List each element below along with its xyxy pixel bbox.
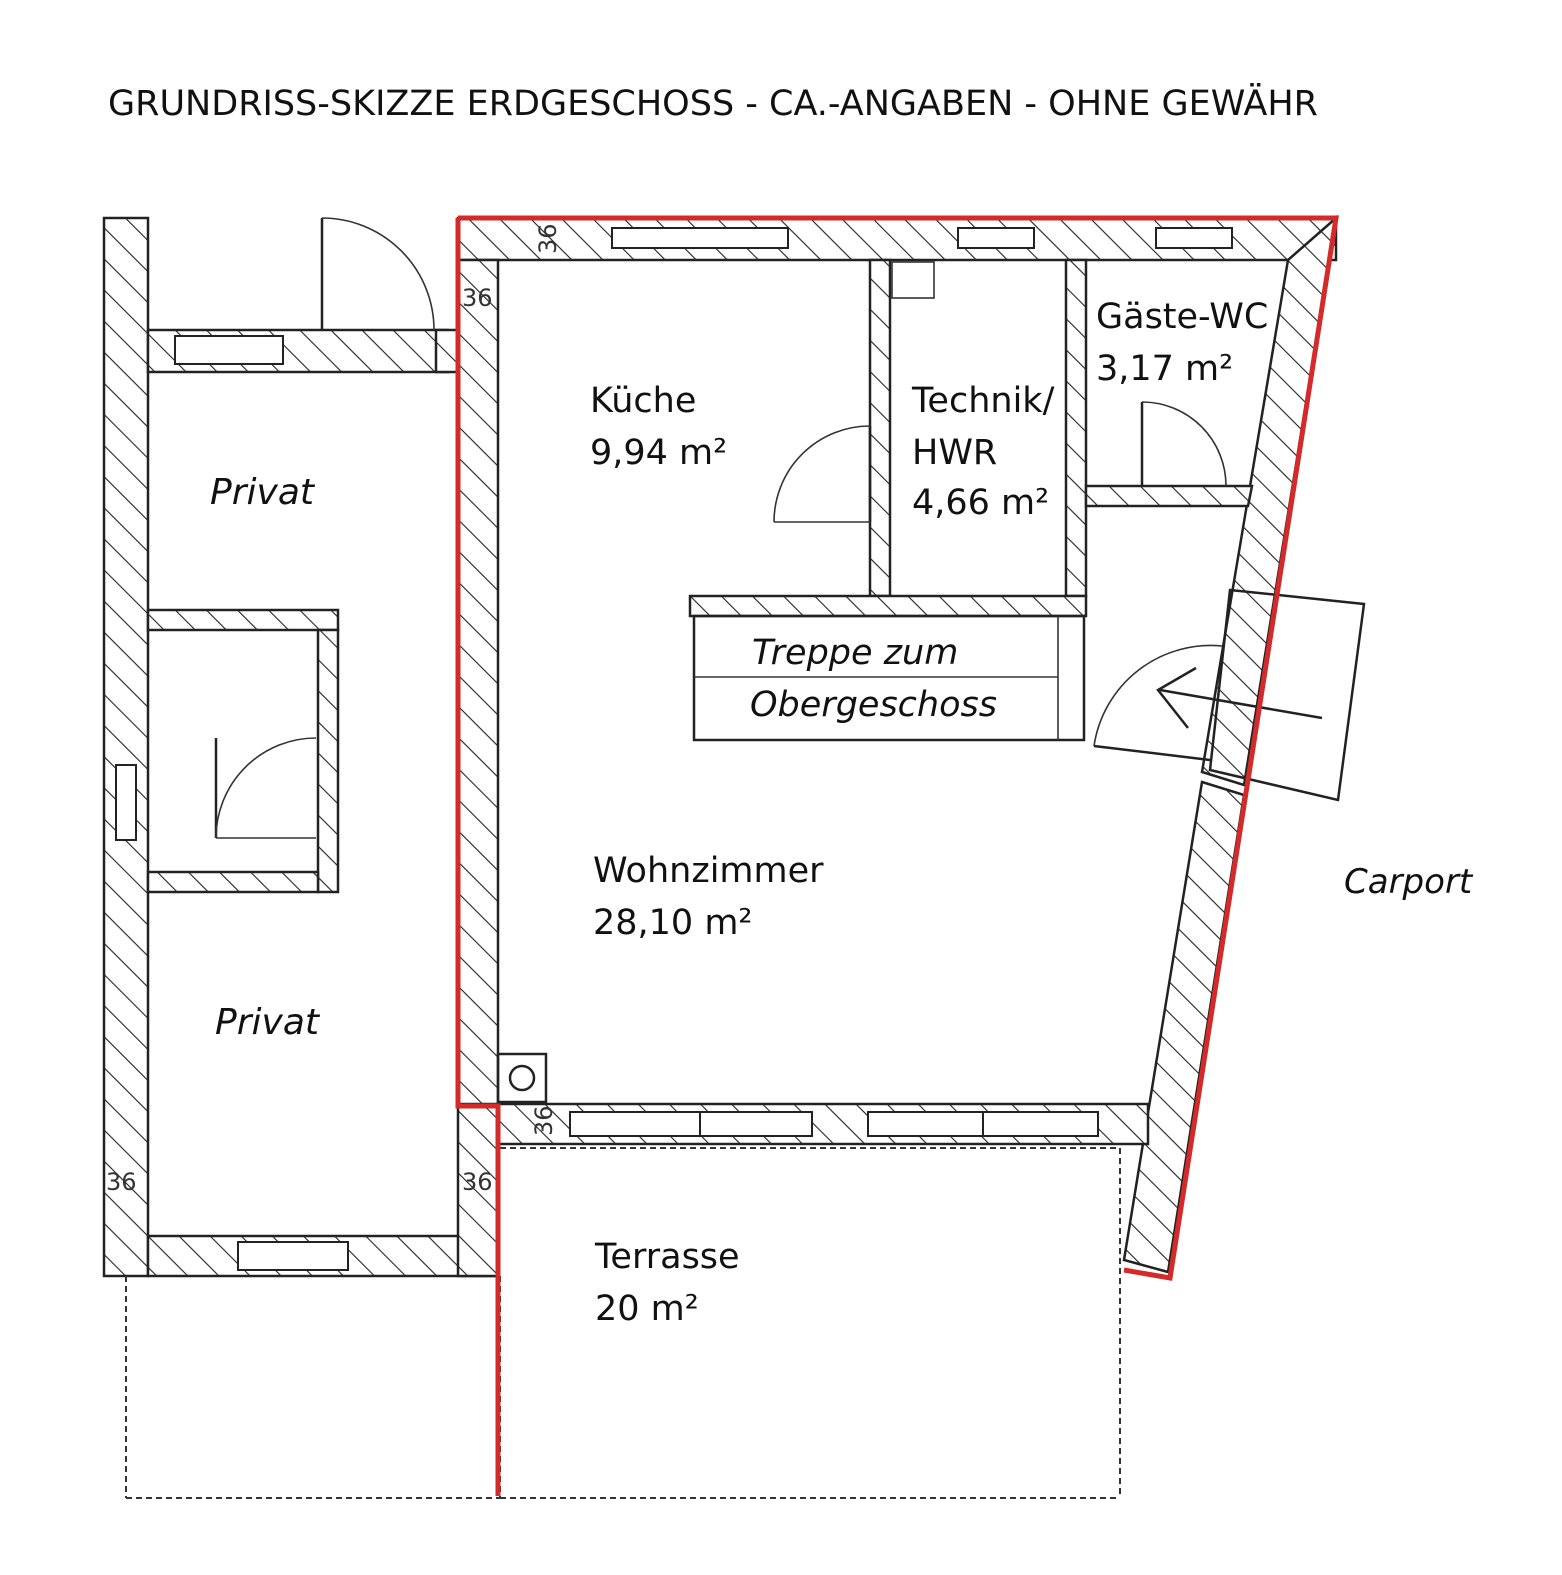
left-wing-walls — [102, 216, 500, 1278]
window-wc — [1155, 227, 1233, 249]
room-area-technik: 4,66 m² — [912, 483, 1049, 523]
window-technik — [957, 227, 1035, 249]
unit-boundary — [458, 215, 1339, 1281]
entrance-porch — [1208, 588, 1366, 802]
chimney — [496, 1052, 548, 1104]
technik-box — [891, 261, 935, 299]
room-area-gaeste-wc: 3,17 m² — [1096, 349, 1233, 389]
room-label-privat-2: Privat — [215, 1002, 321, 1043]
room-label-terrasse: Terrasse — [594, 1237, 740, 1277]
door-privat-inner — [214, 737, 317, 839]
room-area-kueche: 9,94 m² — [590, 433, 727, 473]
room-label-kueche: Küche — [590, 381, 696, 421]
door-entrance — [1093, 644, 1223, 762]
window-terrasse-2 — [699, 1111, 813, 1137]
door-gaeste-wc — [1140, 401, 1227, 487]
window-privat-top — [174, 335, 284, 365]
door-kueche — [773, 425, 872, 523]
room-label-technik-2: HWR — [912, 433, 997, 473]
dim-mark: 36 — [530, 1105, 558, 1136]
stair-label-1: Treppe zum — [752, 633, 958, 673]
dim-mark: 36 — [534, 223, 562, 254]
window-privat-left — [115, 764, 137, 841]
carport-label: Carport — [1344, 862, 1474, 902]
room-label-privat-1: Privat — [210, 472, 316, 513]
dim-mark: 36 — [106, 1168, 137, 1196]
dim-mark: 36 — [462, 284, 493, 312]
window-kueche — [611, 227, 789, 249]
door-privat-entry — [320, 217, 435, 331]
unit-boundary-left — [455, 218, 501, 1496]
room-label-wohnzimmer: Wohnzimmer — [593, 851, 824, 891]
room-area-wohnzimmer: 28,10 m² — [593, 903, 752, 943]
room-label-technik: Technik/ — [911, 381, 1055, 421]
main-walls — [456, 214, 1338, 1274]
window-terrasse-4 — [982, 1111, 1099, 1137]
window-terrasse-3 — [867, 1111, 984, 1137]
entrance-arrow-icon — [1156, 666, 1323, 729]
dim-mark: 36 — [462, 1168, 493, 1196]
room-area-terrasse: 20 m² — [595, 1289, 699, 1329]
plan-title: GRUNDRISS-SKIZZE ERDGESCHOSS - CA.-ANGAB… — [108, 82, 1318, 124]
staircase — [692, 614, 1086, 742]
room-label-gaeste-wc: Gäste-WC — [1096, 297, 1268, 337]
window-privat-bottom — [237, 1241, 349, 1271]
window-terrasse-1 — [569, 1111, 701, 1137]
stair-label-2: Obergeschoss — [750, 685, 997, 725]
